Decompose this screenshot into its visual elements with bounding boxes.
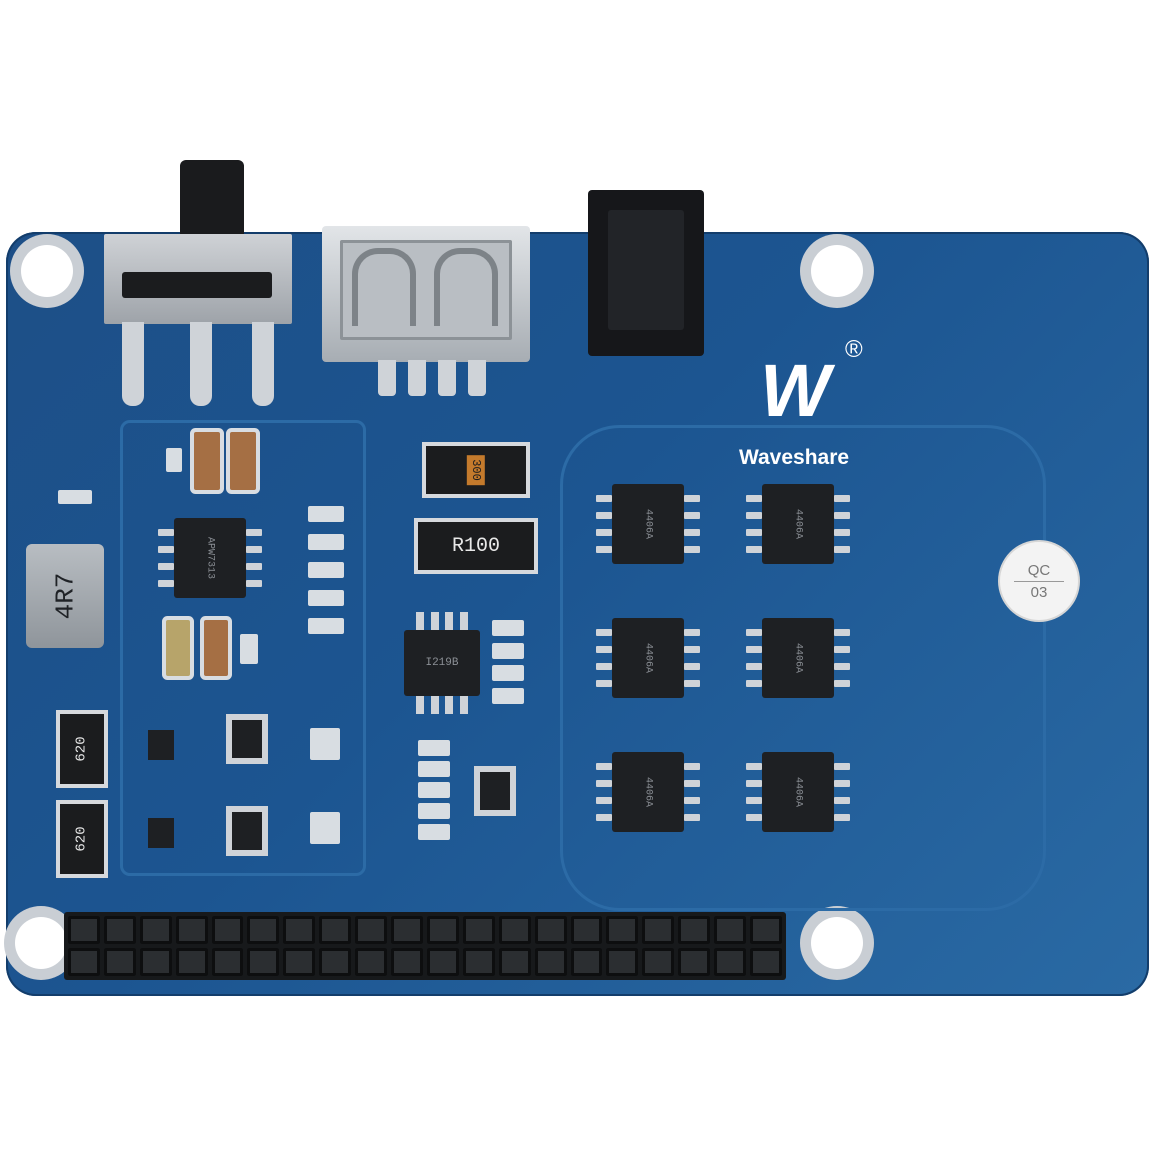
switch-pin-3 bbox=[252, 322, 274, 406]
switch-pin-2 bbox=[190, 322, 212, 406]
usb-a-port[interactable] bbox=[322, 226, 530, 362]
smd-pair-1 bbox=[310, 728, 340, 760]
mosfet-4: 4406A bbox=[738, 618, 858, 698]
switch-pin-1 bbox=[122, 322, 144, 406]
trace-left bbox=[120, 420, 366, 876]
trace-outline bbox=[560, 425, 1046, 911]
small-ic-3 bbox=[470, 768, 520, 814]
mounting-hole-top-left bbox=[10, 234, 84, 308]
slide-switch[interactable] bbox=[104, 234, 292, 324]
mounting-hole-bottom-right bbox=[800, 906, 874, 980]
mosfet-3: 4406A bbox=[588, 618, 708, 698]
qc-sticker: QC 03 bbox=[1000, 542, 1078, 620]
mosfet-1: 4406A bbox=[588, 484, 708, 564]
regulator-ic: APW7313 bbox=[150, 518, 270, 598]
smd-resistor-2 bbox=[58, 490, 92, 504]
mosfet-6: 4406A bbox=[738, 752, 858, 832]
inductor: 4R7 bbox=[26, 544, 104, 648]
small-ic-1 bbox=[222, 716, 272, 762]
capacitor-3 bbox=[166, 620, 190, 676]
small-ic-2 bbox=[222, 808, 272, 854]
mounting-hole-top-right bbox=[800, 234, 874, 308]
dc-power-jack[interactable] bbox=[588, 190, 704, 356]
shunt-resistor-2: 620 bbox=[56, 800, 108, 878]
usb-pins bbox=[378, 360, 486, 396]
resistor-array-3 bbox=[418, 740, 450, 840]
brand-name: Waveshare bbox=[738, 446, 850, 469]
resistor-300: 300 bbox=[422, 442, 530, 498]
waveshare-logo: W bbox=[760, 348, 830, 432]
capacitor-1 bbox=[194, 432, 220, 490]
current-sense-amp: I219B bbox=[404, 612, 480, 714]
resistor-array-1 bbox=[308, 506, 344, 634]
resistor-r100: R100 bbox=[414, 518, 538, 574]
smd-resistor-3 bbox=[240, 634, 258, 664]
smd-pair-2 bbox=[310, 812, 340, 844]
capacitor-4 bbox=[204, 620, 228, 676]
registered-mark: ® bbox=[845, 336, 863, 363]
smd-resistor-1 bbox=[166, 448, 182, 472]
capacitor-2 bbox=[230, 432, 256, 490]
resistor-array-2 bbox=[492, 620, 524, 704]
qc-number: 03 bbox=[1030, 583, 1048, 601]
gpio-header-40pin[interactable] bbox=[64, 912, 786, 980]
transistor-2 bbox=[136, 812, 186, 854]
mosfet-2: 4406A bbox=[738, 484, 858, 564]
shunt-resistor-1: 620 bbox=[56, 710, 108, 788]
transistor-1 bbox=[136, 724, 186, 766]
switch-knob[interactable] bbox=[180, 160, 244, 240]
qc-label: QC bbox=[1027, 561, 1051, 579]
mosfet-5: 4406A bbox=[588, 752, 708, 832]
